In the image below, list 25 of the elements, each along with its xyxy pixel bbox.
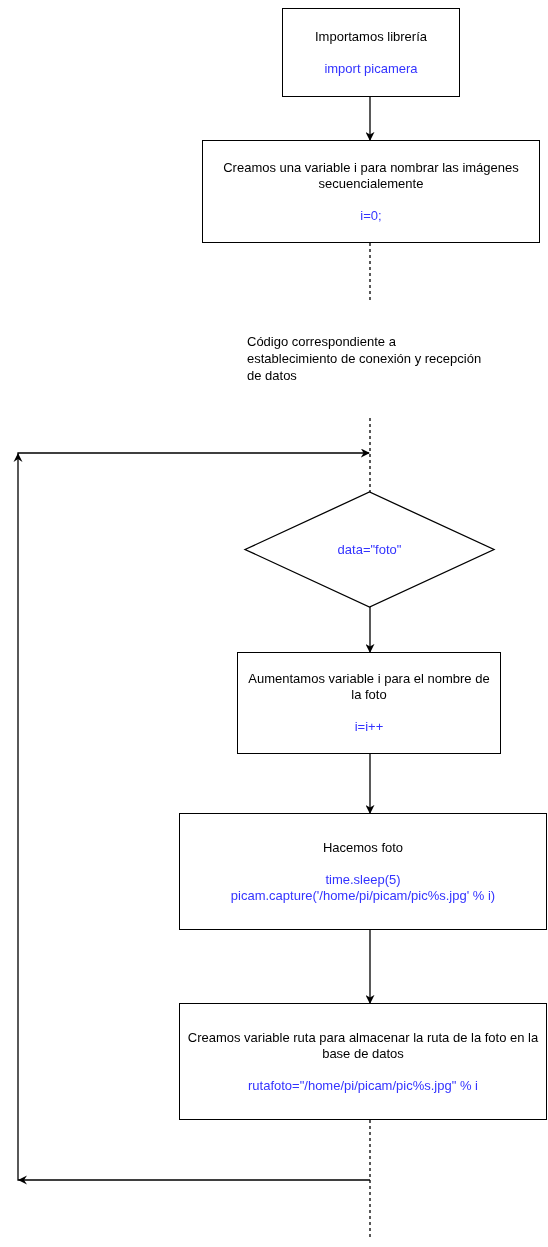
process-box (237, 652, 501, 754)
process-box (282, 8, 460, 97)
code-text: i=0; (360, 207, 382, 224)
code-text: i=i++ (354, 719, 384, 735)
connector-line (369, 417, 371, 493)
code-text: data="foto" (337, 541, 402, 558)
arrow (365, 96, 375, 141)
box-text: Hacemos foto (322, 839, 404, 856)
process-box (179, 1003, 547, 1120)
process-box (202, 140, 540, 243)
box-text: Aumentamos variable i para el nombre de la foto (247, 671, 491, 703)
loop-arrow (17, 448, 371, 1181)
code-text: import picamera (324, 60, 418, 77)
box-text: Creamos una variable i para nombrar las imágenes secuencialemente (222, 159, 520, 192)
note-text: Código correspondiente a establecimiento de conexión y recepción de datos (247, 333, 483, 384)
process-box (179, 813, 547, 930)
connector-line (369, 242, 371, 301)
code-text: time.sleep(5) (325, 871, 401, 888)
code-text: picam.capture('/home/pi/picam/pic%s.jpg' % i) (230, 887, 496, 904)
box-text: Importamos librería (315, 28, 427, 45)
arrow (365, 929, 375, 1004)
code-text: rutafoto="/home/pi/picam/pic%s.jpg" % i (248, 1077, 478, 1094)
arrow (365, 753, 375, 814)
arrow (365, 606, 375, 653)
box-text: Creamos variable ruta para almacenar la ruta de la foto en la base de datos (186, 1029, 540, 1062)
